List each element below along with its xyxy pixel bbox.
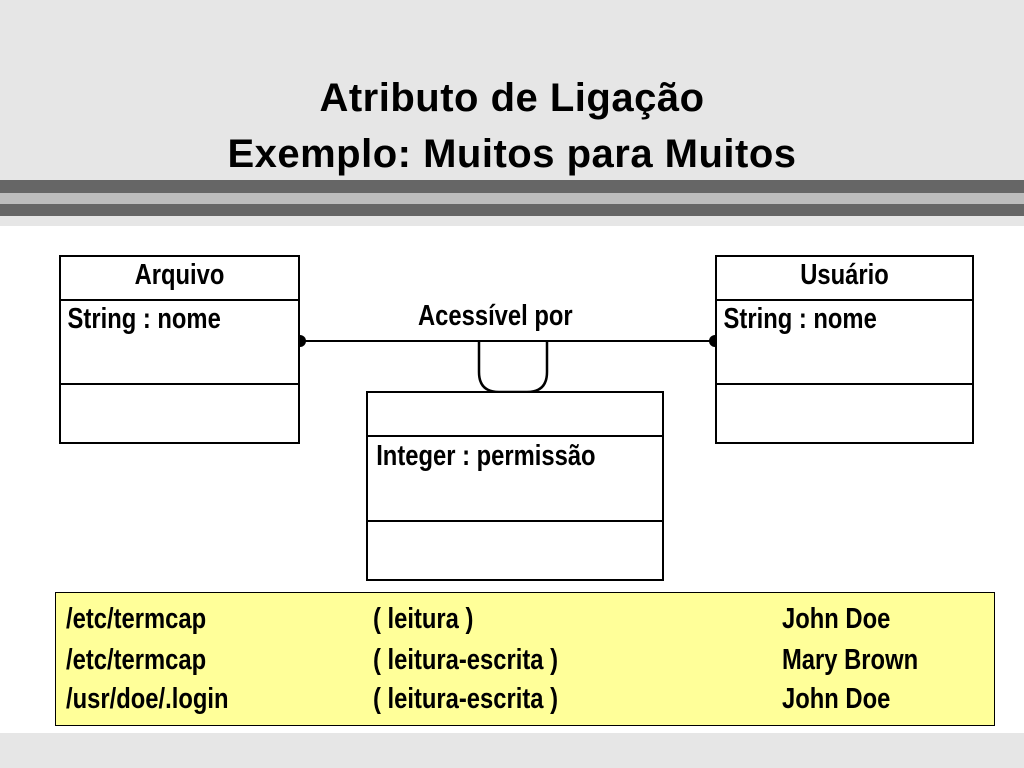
class-arquivo-operations (61, 383, 298, 442)
table-row: /etc/termcap ( leitura ) John Doe (56, 599, 996, 639)
class-usuario-name: Usuário (800, 259, 889, 291)
table-row: /usr/doe/.login ( leitura-escrita ) John… (56, 679, 996, 719)
table-cell-permission: ( leitura-escrita ) (373, 683, 559, 715)
table-cell-permission: ( leitura-escrita ) (373, 644, 559, 676)
header-band-dark-lower (0, 204, 1024, 216)
title-line-2: Exemplo: Muitos para Muitos (227, 132, 797, 176)
class-usuario-attributes: String : nome (717, 299, 972, 385)
table-cell-permission: ( leitura ) (373, 603, 474, 635)
table-cell-user: Mary Brown (782, 644, 919, 676)
class-usuario: Usuário String : nome (715, 255, 974, 444)
class-arquivo-attribute: String : nome (67, 303, 221, 335)
link-attribute-connector (477, 341, 549, 394)
table-cell-user: John Doe (782, 603, 891, 635)
class-usuario-attribute: String : nome (723, 303, 877, 335)
table-cell-user: John Doe (782, 683, 891, 715)
header-band-dark (0, 180, 1024, 193)
table-row: /etc/termcap ( leitura-escrita ) Mary Br… (56, 640, 996, 680)
class-usuario-name-section: Usuário (717, 257, 972, 301)
slide-title: Atributo de Ligação Exemplo: Muitos para… (0, 70, 1024, 182)
link-class-attribute: Integer : permissão (376, 440, 596, 472)
association-label: Acessível por (418, 300, 573, 332)
link-class-operations (368, 520, 662, 579)
table-cell-file: /usr/doe/.login (66, 683, 229, 715)
table-cell-file: /etc/termcap (66, 644, 207, 676)
table-cell-file: /etc/termcap (66, 603, 207, 635)
class-usuario-operations (717, 383, 972, 442)
link-class: Integer : permissão (366, 391, 664, 581)
class-arquivo-attributes: String : nome (61, 299, 298, 385)
class-arquivo-name: Arquivo (134, 259, 225, 291)
class-arquivo-name-section: Arquivo (61, 257, 298, 301)
link-class-name-section (368, 393, 662, 437)
header-band-light (0, 193, 1024, 204)
links-table: /etc/termcap ( leitura ) John Doe /etc/t… (55, 592, 995, 726)
title-line-1: Atributo de Ligação (319, 76, 705, 120)
slide-header: Atributo de Ligação Exemplo: Muitos para… (0, 0, 1024, 180)
class-arquivo: Arquivo String : nome (59, 255, 300, 444)
link-class-attributes: Integer : permissão (368, 435, 662, 522)
